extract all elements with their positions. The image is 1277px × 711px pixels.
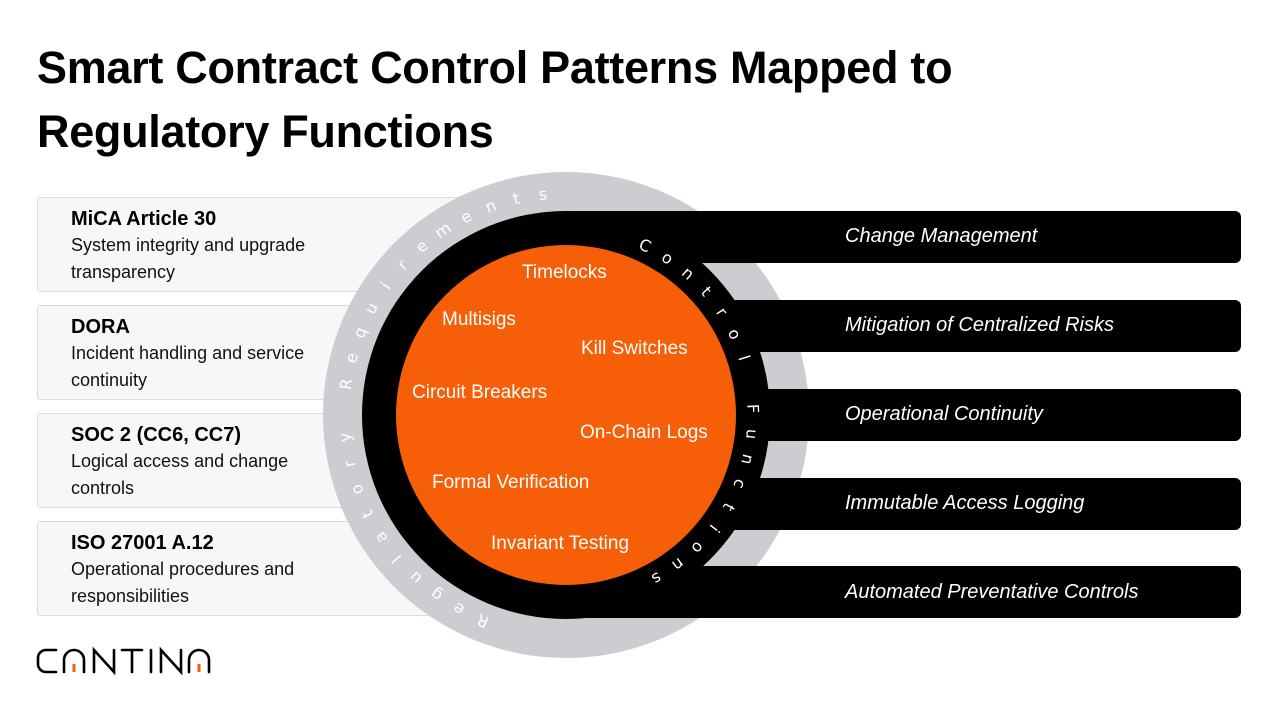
regulation-name: DORA <box>71 316 130 338</box>
ring-label-letter: e <box>341 351 362 365</box>
ring-label-letter: l <box>734 353 753 363</box>
pattern-timelocks: Timelocks <box>522 262 607 283</box>
function-immutable-access-logging: Immutable Access Logging <box>845 492 1085 514</box>
ring-label-letter: n <box>737 452 758 466</box>
regulation-name: SOC 2 (CC6, CC7) <box>71 424 242 446</box>
function-operational-continuity: Operational Continuity <box>845 403 1043 425</box>
page-title: Smart Contract Control Patterns Mapped t… <box>37 42 953 157</box>
regulation-description: Operational procedures and responsibilit… <box>71 559 295 606</box>
ring-label-letter: r <box>339 458 359 469</box>
cantina-logo <box>36 646 211 676</box>
ring-label-letter: R <box>336 377 356 391</box>
regulation-name: MiCA Article 30 <box>71 208 217 230</box>
function-mitigation-centralized-risks: Mitigation of Centralized Risks <box>845 314 1114 336</box>
pattern-circuit-breakers: Circuit Breakers <box>412 382 548 403</box>
regulation-description: Logical access and change controls <box>71 451 289 498</box>
pattern-formal-verification: Formal Verification <box>432 472 590 493</box>
function-bar-1 <box>566 211 1241 263</box>
function-automated-preventative-controls: Automated Preventative Controls <box>845 581 1139 603</box>
control-patterns-core <box>396 245 736 585</box>
ring-label-letter: s <box>538 184 548 204</box>
regulation-description: System integrity and upgrade transparenc… <box>71 235 306 282</box>
regulation-name: ISO 27001 A.12 <box>71 532 214 554</box>
pattern-kill-switches: Kill Switches <box>581 338 688 359</box>
ring-label-letter: t <box>511 189 521 209</box>
pattern-multisigs: Multisigs <box>442 309 516 330</box>
ring-label-letter: F <box>743 404 762 414</box>
pattern-invariant-testing: Invariant Testing <box>491 533 630 554</box>
function-change-management: Change Management <box>845 225 1038 247</box>
ring-label-letter: u <box>742 428 762 440</box>
regulation-description: Incident handling and service continuity <box>71 343 305 390</box>
function-bar-5 <box>566 566 1241 618</box>
ring-label-letter: y <box>335 432 355 443</box>
pattern-on-chain-logs: On-Chain Logs <box>580 422 708 443</box>
